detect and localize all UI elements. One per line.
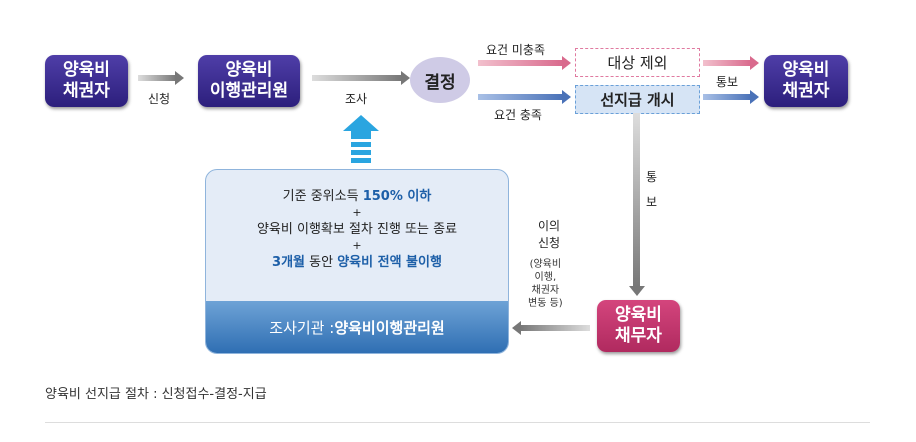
investigate-label: 조사 (345, 92, 368, 106)
arrow-head-left (512, 321, 521, 335)
notify-vertical-label-1: 통 (646, 170, 658, 184)
agency-label: 조사기관 : (269, 318, 335, 337)
met-arrow (478, 90, 571, 104)
unmet-arrow (478, 56, 571, 70)
agency-box: 양육비 이행관리원 (198, 55, 300, 107)
excluded-box: 대상 제외 (575, 48, 700, 77)
decision-circle: 결정 (410, 57, 470, 103)
creditor-box-left: 양육비 채권자 (45, 55, 128, 107)
notify-label: 통보 (716, 75, 739, 89)
notify-vertical-label-2: 보 (646, 195, 658, 209)
unmet-label: 요건 미충족 (486, 43, 546, 57)
arrow-head-down (629, 286, 645, 296)
notify-arrow-pink (703, 56, 759, 70)
notify-arrow-blue (703, 90, 759, 104)
apply-arrow (138, 71, 184, 85)
up-arrow-icon (343, 115, 379, 167)
agency-name: 양육비이행관리원 (334, 318, 445, 337)
criteria-during: 동안 (305, 255, 338, 270)
criteria-line-3: 3개월 동안 양육비 전액 불이행 (206, 252, 508, 273)
notify-vertical-arrow (633, 113, 640, 288)
criteria-nonpayment: 양육비 전액 불이행 (337, 255, 442, 270)
creditor-box-right: 양육비 채권자 (764, 55, 848, 107)
divider (45, 422, 870, 423)
criteria-line-1: 기준 중위소득 150% 이하 (206, 186, 508, 207)
objection-arrow (520, 325, 590, 331)
investigate-arrow (312, 71, 410, 85)
met-label: 요건 충족 (494, 108, 542, 122)
caption: 양육비 선지급 절차 : 신청접수-결정-지급 (45, 387, 267, 402)
criteria-income: 기준 중위소득 (282, 189, 363, 204)
plus-1: + (352, 206, 362, 219)
agency-band: 조사기관 : 양육비이행관리원 (206, 301, 508, 353)
criteria-line-2: 양육비 이행확보 절차 진행 또는 종료 (256, 222, 458, 237)
apply-label: 신청 (148, 92, 171, 106)
debtor-box: 양육비 채무자 (597, 300, 680, 352)
objection-label: 이의 신청 (538, 219, 561, 250)
plus-2: + (352, 239, 362, 252)
criteria-box: 기준 중위소득 150% 이하 + 양육비 이행확보 절차 진행 또는 종료 +… (205, 169, 509, 354)
criteria-months: 3개월 (272, 255, 306, 270)
objection-detail: (양육비 이행, 채권자 변동 등) (528, 259, 563, 309)
criteria-income-threshold: 150% 이하 (362, 189, 432, 204)
advance-box: 선지급 개시 (575, 85, 700, 114)
